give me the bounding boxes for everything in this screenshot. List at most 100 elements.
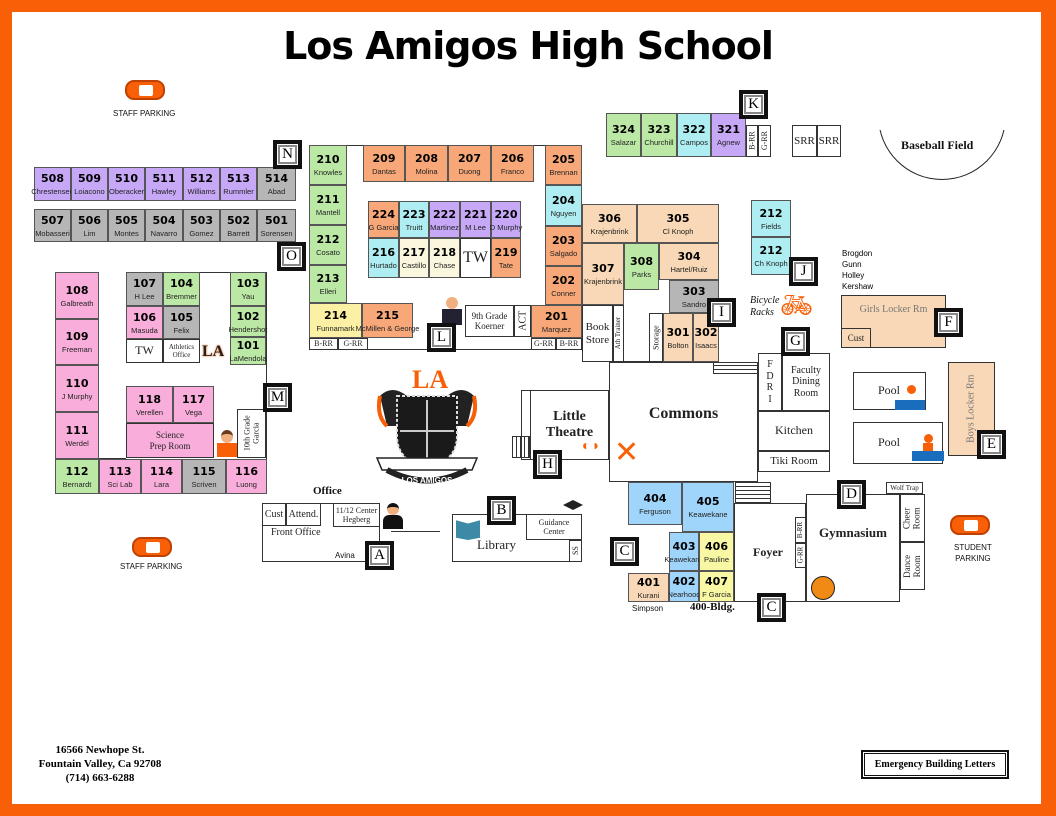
teacher-name: Navarro bbox=[150, 228, 178, 238]
los-amigos-crest-logo: LA LOS AMIGOS bbox=[372, 365, 482, 491]
act-area: ACT bbox=[514, 305, 531, 337]
pool1-label: Pool bbox=[878, 383, 901, 398]
room-number: 308 bbox=[630, 254, 653, 268]
room-number: 509 bbox=[78, 172, 101, 185]
teacher-name: F Garcia bbox=[702, 589, 731, 599]
room-number: 407 bbox=[705, 574, 728, 588]
teacher-name: Franco bbox=[500, 166, 525, 176]
bookstore-area: Book Store bbox=[582, 305, 613, 362]
staff-parking-label: STAFF PARKING bbox=[113, 109, 176, 118]
srr2-label: SRR bbox=[818, 134, 840, 147]
marker-letter: E bbox=[981, 434, 1002, 455]
tw1-area: TW bbox=[126, 339, 163, 363]
grr2-label: G-RR bbox=[533, 339, 554, 349]
staff-lockers-list: Brogdon Gunn Holley Kershaw bbox=[842, 248, 873, 292]
teacher-name: Barrett bbox=[227, 228, 250, 238]
girlslocker-label: Girls Locker Rm bbox=[859, 304, 928, 315]
cheer-label: Cheer Room bbox=[902, 506, 923, 530]
emergency-letter-N: N bbox=[273, 140, 302, 169]
kitchen-label: Kitchen bbox=[775, 423, 813, 438]
brr2-label: B-RR bbox=[559, 339, 579, 349]
room-number: 505 bbox=[115, 213, 138, 227]
boyslocker-label: Boys Locker Rm bbox=[965, 374, 977, 444]
marker-letter: C bbox=[614, 541, 635, 562]
